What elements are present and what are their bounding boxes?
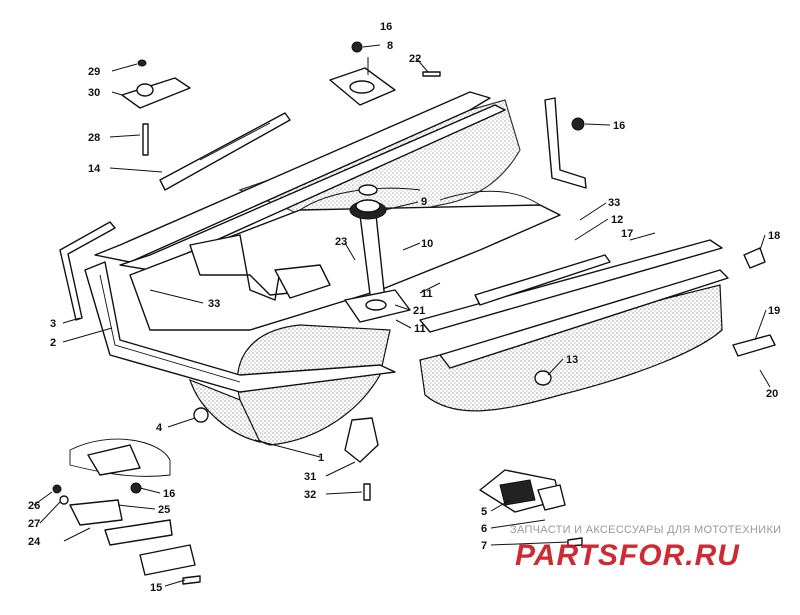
callout-33b: 33 [608,197,620,209]
part-32-bolt [363,483,371,501]
callout-32: 32 [304,489,316,501]
part-19-plate [732,334,776,357]
callout-19: 19 [768,305,780,317]
callout-8: 8 [387,40,393,52]
callout-16c: 16 [163,488,175,500]
part-8-plate [329,41,396,106]
part-9-bearing [349,184,387,220]
callout-21: 21 [413,305,425,317]
callout-1: 1 [318,452,324,464]
callout-24: 24 [28,536,41,548]
callout-10: 10 [421,238,433,250]
callout-16b: 16 [613,120,625,132]
callout-4: 4 [156,422,163,434]
callout-18: 18 [768,230,780,242]
callout-27: 27 [28,518,40,530]
part-4-grommet [193,407,209,423]
callout-15: 15 [150,582,162,594]
part-5-housing [479,469,566,513]
watermark-tagline: ЗАПЧАСТИ И АКСЕССУАРЫ ДЛЯ МОТОТЕХНИКИ [510,524,781,536]
watermark: ЗАПЧАСТИ И АКСЕССУАРЫ ДЛЯ МОТОТЕХНИКИ PA… [510,524,781,572]
callout-11a: 11 [421,288,433,300]
callout-16a: 16 [380,21,392,33]
belly-pan [84,91,729,463]
part-22-bolt [422,71,441,77]
callout-6: 6 [481,523,487,535]
callout-30: 30 [88,87,100,99]
callout-31: 31 [304,471,316,483]
callout-7: 7 [481,540,487,552]
callout-33a: 33 [208,298,220,310]
part-13-plug [534,370,552,386]
callout-14: 14 [88,163,101,175]
callout-22: 22 [409,53,421,65]
callout-17: 17 [621,228,633,240]
inset-lower-left [52,438,201,585]
callout-28: 28 [88,132,100,144]
callout-13: 13 [566,354,578,366]
callout-23: 23 [335,236,347,248]
callout-3: 3 [50,318,56,330]
callout-2: 2 [50,337,56,349]
part-16-nut [571,117,585,131]
part-7-screw [567,537,583,547]
callout-9: 9 [421,196,427,208]
part-30-bracket [121,59,191,109]
callout-labels: 1 2 3 4 5 6 7 8 9 10 11 11 12 13 14 15 1… [28,21,780,594]
part-18-block [743,247,766,269]
callout-29: 29 [88,66,100,78]
part-3-rod [59,221,116,321]
part-14-panel [159,112,291,191]
callout-25: 25 [158,504,170,516]
callout-11b: 11 [414,323,426,335]
watermark-brand: PARTSFOR.RU [515,539,740,572]
callout-26: 26 [28,500,40,512]
callout-20: 20 [766,388,778,400]
callout-5: 5 [481,506,487,518]
callout-12: 12 [611,214,623,226]
part-28-bolt [142,123,149,156]
leader-lines [33,44,771,587]
